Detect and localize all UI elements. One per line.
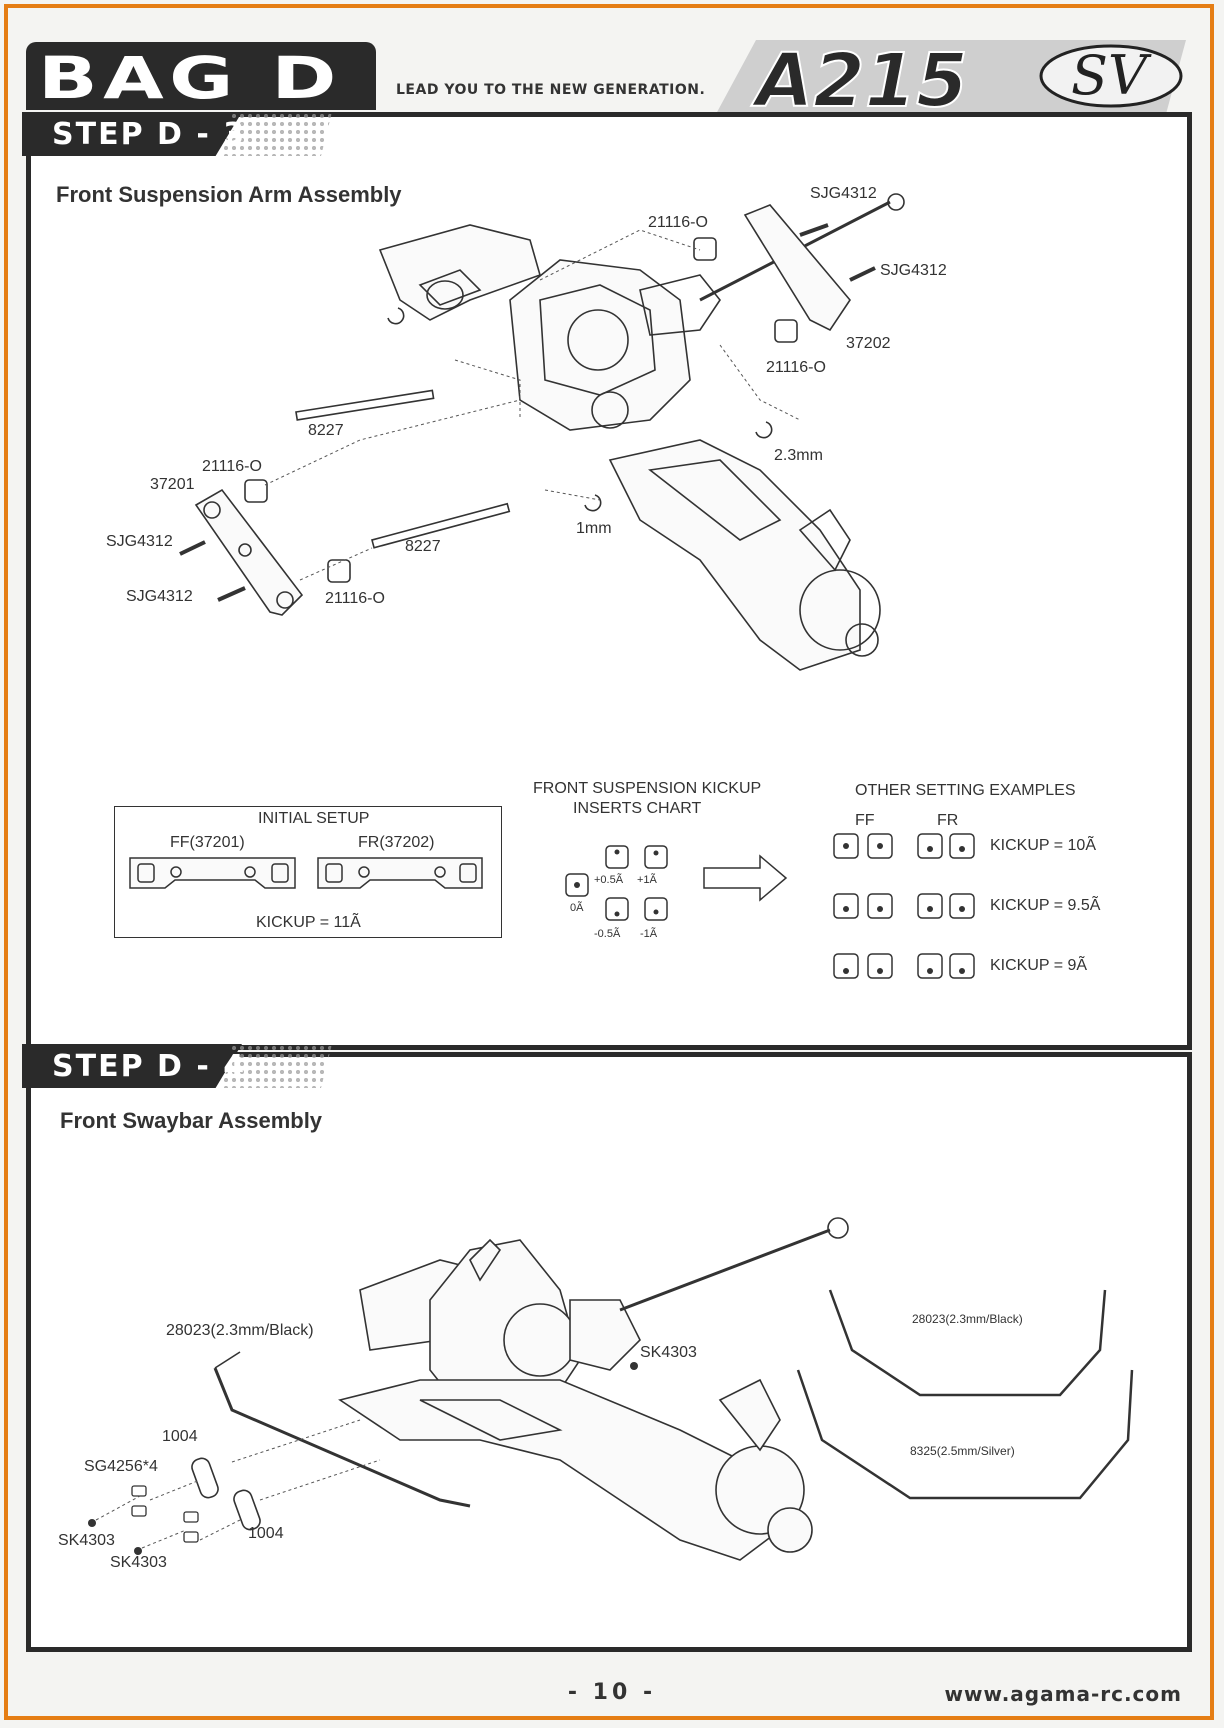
model-logo-text: A215 [751, 38, 968, 118]
model-logo-suffix: SV [1071, 44, 1152, 107]
page-border [4, 4, 1214, 1720]
step-d4-tab: STEP D - 4 [22, 1044, 332, 1088]
clip-2-3mm: 2.3mm [774, 447, 823, 464]
tagline: LEAD YOU TO THE NEW GENERATION. [396, 82, 706, 98]
website-url: www.agama-rc.com [944, 1682, 1182, 1706]
bag-title: BAG D [38, 44, 342, 112]
part-sjg4312-right: SJG4312 [880, 262, 947, 279]
step-d4-title: Front Swaybar Assembly [60, 1108, 323, 1133]
part-sjg4312-left-1: SJG4312 [106, 533, 173, 550]
page-header: BAG D LEAD YOU TO THE NEW GENERATION. A2… [26, 37, 1198, 118]
part-21116-top: 21116-O [648, 214, 708, 231]
other-settings-fr: FR [937, 812, 959, 829]
part-37202: 37202 [846, 335, 891, 352]
part-37201: 37201 [150, 476, 195, 493]
bag-banner: BAG D [26, 42, 376, 112]
step-d3-title: Front Suspension Arm Assembly [56, 182, 402, 207]
part-sk4303-top: SK4303 [640, 1344, 697, 1361]
other-settings-row-3: KICKUP = 9Ã [990, 957, 1088, 974]
part-sjg4312-left-2: SJG4312 [126, 588, 193, 605]
kickup-plus-1: +1Ã [637, 874, 657, 886]
initial-setup-title: INITIAL SETUP [258, 810, 370, 827]
step-d4-label: STEP D - 4 [52, 1049, 247, 1084]
other-settings-row-1: KICKUP = 10Ã [990, 837, 1096, 854]
other-settings-ff: FF [855, 812, 875, 829]
part-sg4256: SG4256*4 [84, 1458, 158, 1475]
model-logo: A215 SV [716, 37, 1186, 118]
part-sk4303-left: SK4303 [58, 1532, 115, 1549]
kickup-minus-0-5: -0.5Ã [594, 928, 621, 940]
initial-setup-kickup: KICKUP = 11Ã [256, 914, 361, 931]
swaybar-example-silver: 8325(2.5mm/Silver) [910, 1444, 1015, 1458]
part-8227-top: 8227 [308, 422, 344, 439]
initial-setup-fr: FR(37202) [358, 834, 435, 851]
part-21116-right: 21116-O [766, 359, 826, 376]
kickup-chart-title-2: INSERTS CHART [573, 800, 702, 817]
part-8227-bottom: 8227 [405, 538, 441, 555]
part-21116-bottom: 21116-O [325, 590, 385, 607]
kickup-minus-1: -1Ã [640, 928, 658, 940]
kickup-chart-title-1: FRONT SUSPENSION KICKUP [533, 780, 762, 797]
step-d3-label: STEP D - 3 [52, 117, 247, 152]
part-28023-black: 28023(2.3mm/Black) [166, 1322, 314, 1339]
part-sk4303-bottom: SK4303 [110, 1554, 167, 1571]
swaybar-example-black: 28023(2.3mm/Black) [912, 1312, 1023, 1326]
part-sjg4312-top: SJG4312 [810, 185, 877, 202]
initial-setup-box [114, 806, 502, 938]
part-21116-left: 21116-O [202, 458, 262, 475]
clip-1mm: 1mm [576, 520, 612, 537]
kickup-plus-0-5: +0.5Ã [594, 874, 624, 886]
part-1004-bottom: 1004 [248, 1525, 284, 1542]
part-1004-top: 1004 [162, 1428, 198, 1445]
other-settings-row-2: KICKUP = 9.5Ã [990, 897, 1101, 914]
kickup-zero: 0Ã [570, 902, 584, 914]
other-settings-title: OTHER SETTING EXAMPLES [855, 782, 1076, 799]
initial-setup-ff: FF(37201) [170, 834, 245, 851]
page-number: - 10 - [567, 1680, 657, 1705]
step-d3-tab: STEP D - 3 [22, 112, 332, 156]
